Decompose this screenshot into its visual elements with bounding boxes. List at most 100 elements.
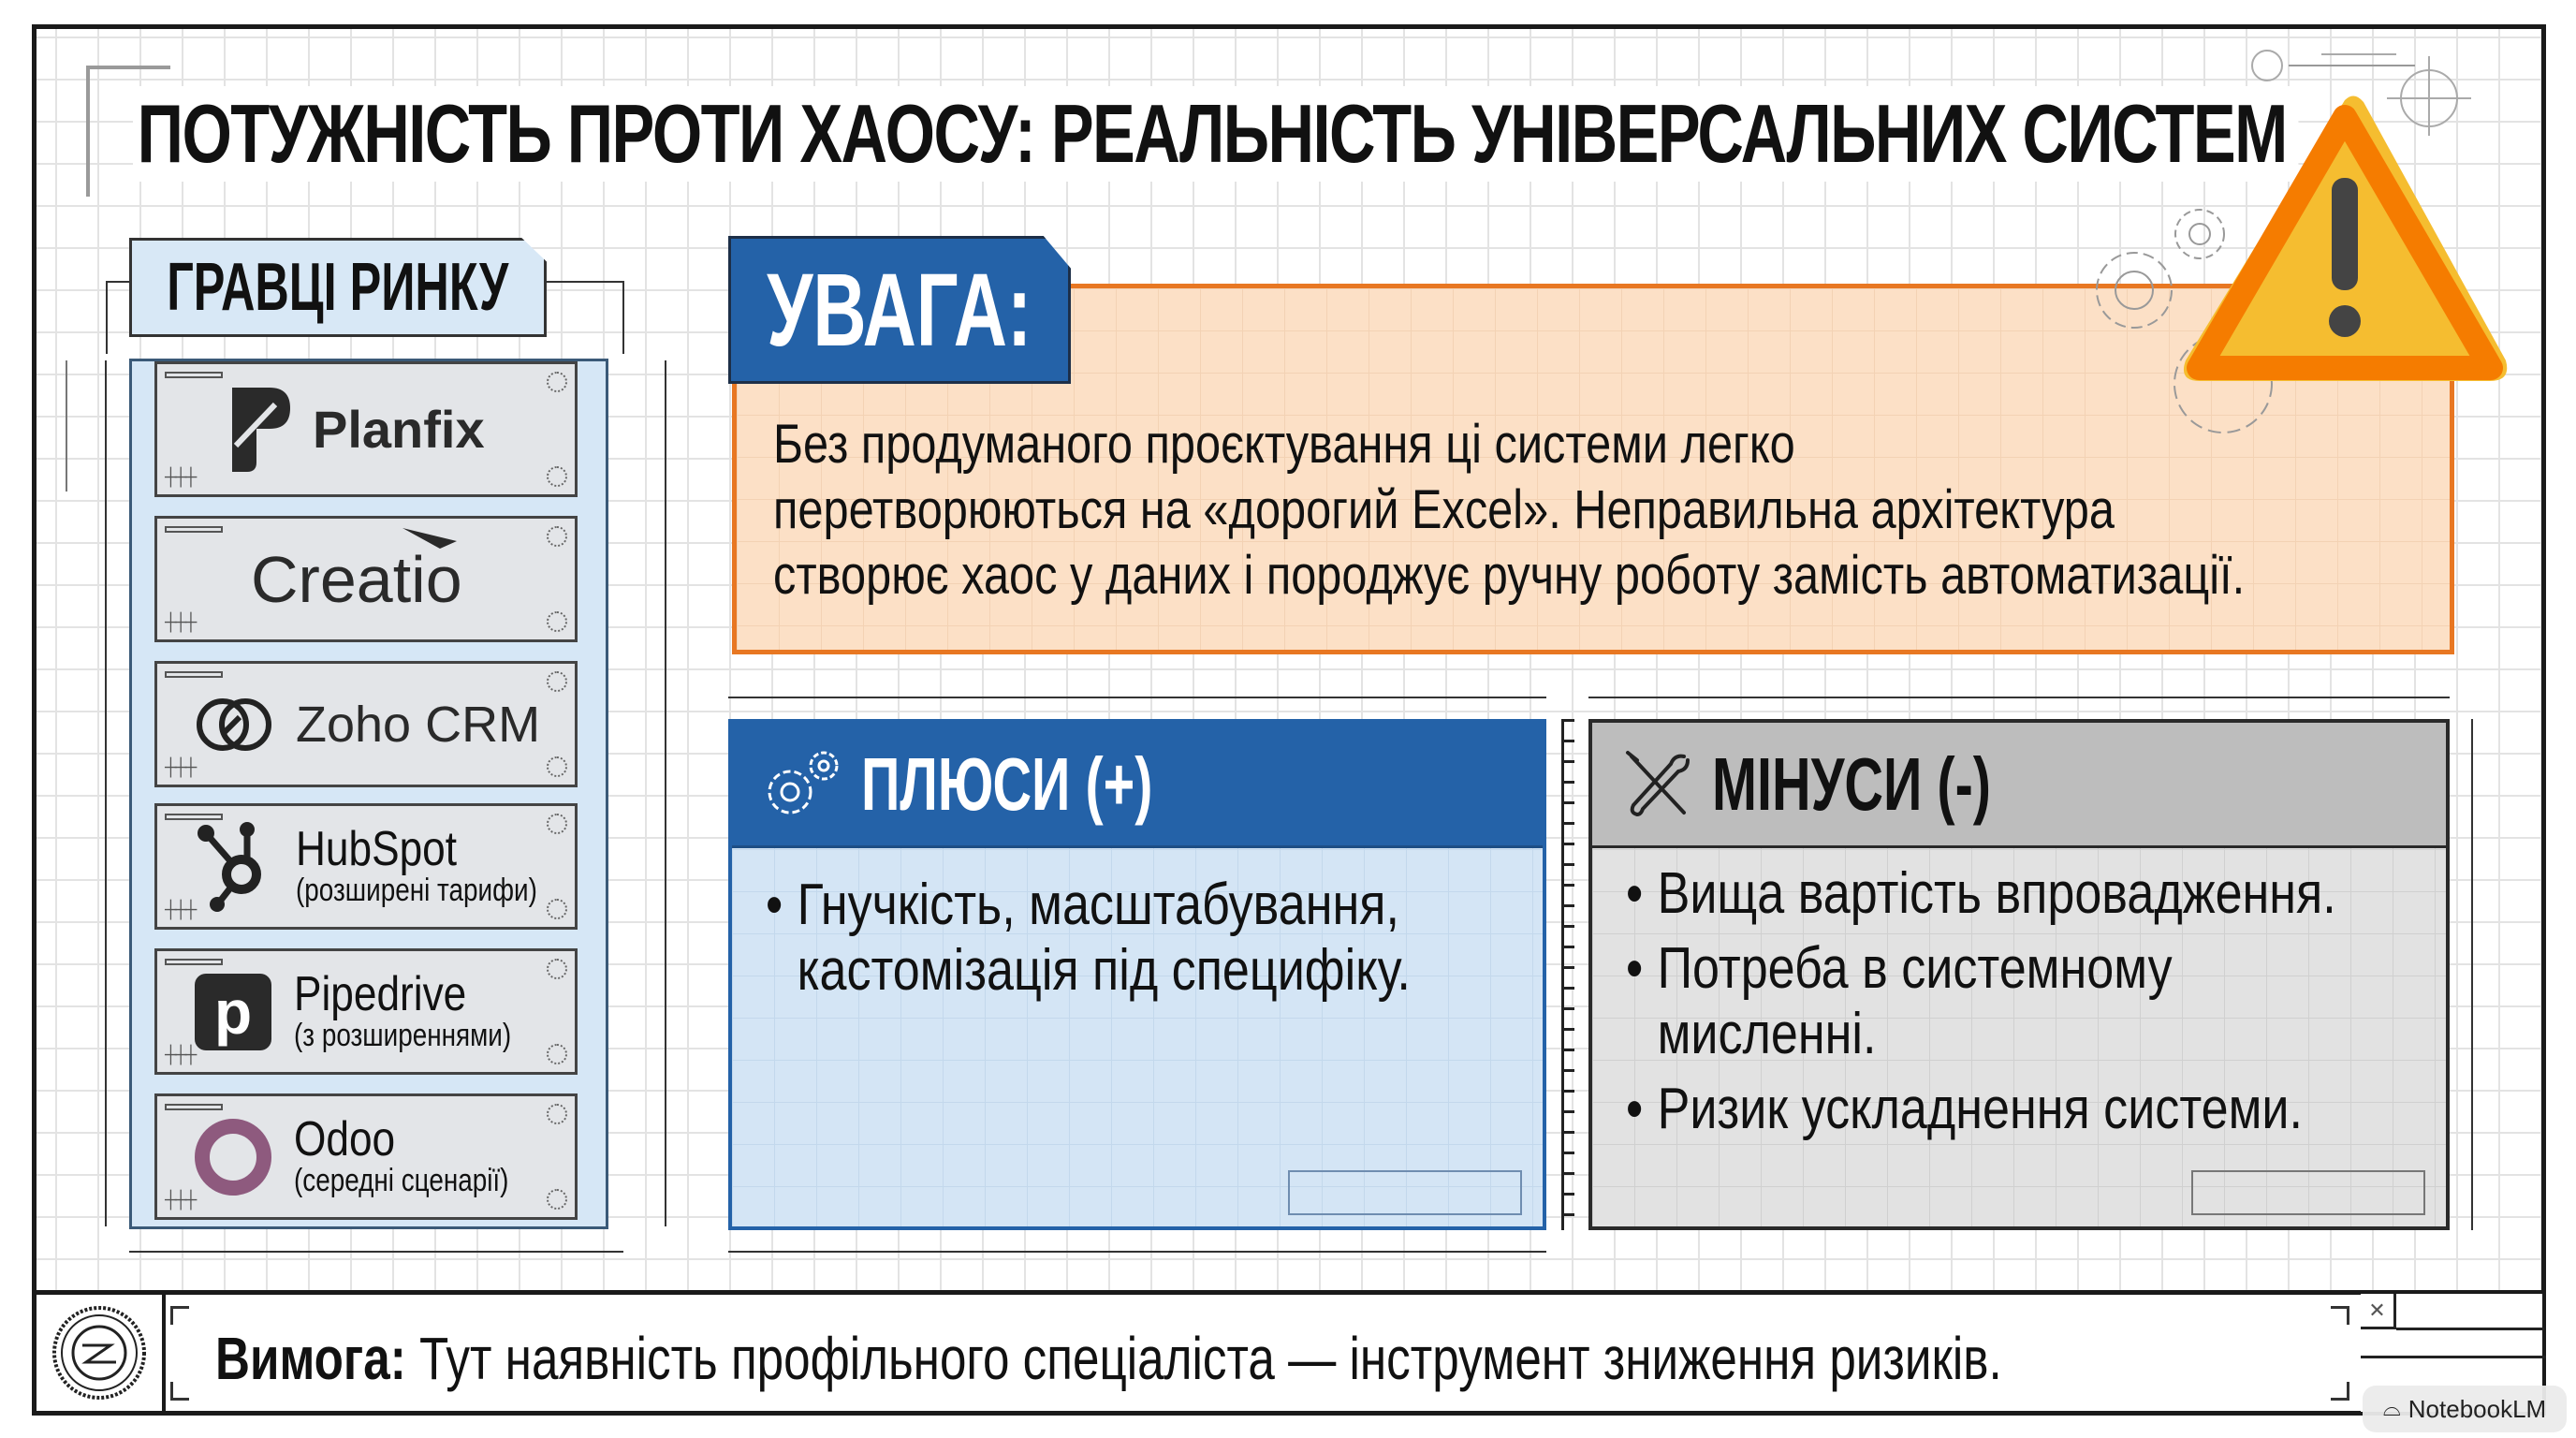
player-subtitle: (розширені тарифи) xyxy=(296,872,537,908)
player-text: Pipedrive (з розширеннями) xyxy=(294,970,559,1053)
gear-icon xyxy=(547,959,567,979)
cons-header: МІНУСИ (-) xyxy=(1592,723,2446,848)
gear-icon xyxy=(547,526,567,547)
gear-icon xyxy=(547,466,567,487)
corner-bar-icon xyxy=(165,814,223,820)
pros-header: ПЛЮСИ (+) xyxy=(732,723,1543,848)
sliders-icon: ┼┼┼ xyxy=(165,900,197,918)
warning-line: перетворюються на «дорогий Excel». Непра… xyxy=(773,479,2115,540)
pipedrive-logo-icon: p xyxy=(195,973,271,1050)
pros-panel: ПЛЮСИ (+) Гнучкість, масштабування,касто… xyxy=(728,719,1546,1230)
sliders-icon: ┼┼┼ xyxy=(165,1045,197,1064)
gear-icon xyxy=(547,611,567,632)
warning-label: УВАГА: xyxy=(767,252,1032,368)
footer-bracket xyxy=(170,1382,189,1401)
player-text: HubSpot (розширені тарифи) xyxy=(296,825,591,908)
footer-bar xyxy=(32,1290,2365,1416)
player-card-planfix: ┼┼┼ Planfix xyxy=(154,361,578,497)
player-card-odoo: ┼┼┼ Odoo (середні сценарії) xyxy=(154,1093,578,1220)
player-name: Odoo xyxy=(294,1111,396,1167)
notebooklm-watermark: ⌓ NotebookLM xyxy=(2363,1386,2567,1432)
footer-bracket xyxy=(170,1306,189,1325)
gear-icon xyxy=(547,671,567,692)
footer-requirement: Вимога: Тут наявність профільного спеціа… xyxy=(215,1324,2002,1393)
player-card-zoho: ┼┼┼ Zoho CRM xyxy=(154,661,578,787)
gear-icon xyxy=(547,372,567,392)
dimension-line xyxy=(622,281,624,354)
players-list: ┼┼┼ Planfix ┼┼┼ Creatio ┼┼┼ Zoho CRM ┼┼┼ xyxy=(129,359,608,1229)
gear-icon xyxy=(547,756,567,777)
warning-line: створює хаос у даних і породжує ручну ро… xyxy=(773,545,2246,606)
player-card-hubspot: ┼┼┼ HubSpot (розширені тарифи) xyxy=(154,803,578,930)
dimension-line xyxy=(728,697,1546,698)
sliders-icon: ┼┼┼ xyxy=(165,467,197,486)
pros-title: ПЛЮСИ (+) xyxy=(861,741,1153,826)
player-name: Zoho CRM xyxy=(296,696,541,753)
cons-list: Вища вартість впровадження. Потреба в си… xyxy=(1626,861,2471,1152)
close-mark-icon: ✕ xyxy=(2361,1294,2396,1329)
creatio-logo-icon xyxy=(402,528,457,549)
hubspot-logo-icon xyxy=(198,821,261,912)
sliders-icon: ┼┼┼ xyxy=(165,612,197,631)
dimension-line xyxy=(106,281,129,283)
player-name: Planfix xyxy=(313,400,485,459)
players-heading: ГРАВЦІ РИНКУ xyxy=(167,250,509,325)
footer-bracket xyxy=(2331,1306,2349,1325)
footer-text: Тут наявність профільного спеціаліста — … xyxy=(405,1325,2002,1392)
player-name: HubSpot xyxy=(296,821,458,876)
player-subtitle: (з розширеннями) xyxy=(294,1017,512,1053)
dimension-line xyxy=(105,360,107,1226)
cons-title: МІНУСИ (-) xyxy=(1712,741,1991,826)
ruler-scale xyxy=(1561,719,1574,1230)
cons-item: Ризик ускладнення системи. xyxy=(1626,1077,2336,1142)
dimension-line xyxy=(66,360,67,492)
odoo-logo-icon xyxy=(195,1118,271,1196)
dimension-line xyxy=(106,281,108,354)
corner-bar-icon xyxy=(165,1104,223,1110)
warning-triangle-icon xyxy=(2183,95,2508,382)
seal-icon xyxy=(52,1306,146,1400)
corner-bar-icon xyxy=(165,372,223,378)
player-name: Pipedrive xyxy=(294,966,467,1021)
player-card-pipedrive: ┼┼┼ p Pipedrive (з розширеннями) xyxy=(154,948,578,1075)
seal-cell xyxy=(37,1295,166,1411)
planfix-logo-icon xyxy=(232,387,290,472)
title-block xyxy=(1288,1170,1522,1215)
divider xyxy=(2396,1328,2544,1330)
pros-item: Гнучкість, масштабування,кастомізація пі… xyxy=(766,873,1411,1004)
warning-text: Без продуманого проєктування ці системи … xyxy=(773,412,2246,609)
sliders-icon: ┼┼┼ xyxy=(165,757,197,776)
gear-icon xyxy=(547,1189,567,1210)
player-text: Odoo (середні сценарії) xyxy=(294,1115,556,1198)
footer-bracket xyxy=(2331,1382,2349,1401)
footer-label: Вимога: xyxy=(215,1325,406,1392)
player-card-creatio: ┼┼┼ Creatio xyxy=(154,516,578,642)
wrench-screwdriver-icon xyxy=(1626,750,1690,816)
dimension-line xyxy=(129,1251,623,1253)
warning-label-tab: УВАГА: xyxy=(728,236,1071,384)
dimension-line xyxy=(1588,697,2450,698)
title-block xyxy=(2191,1170,2425,1215)
gears-icon xyxy=(768,751,839,814)
player-name: Creatio xyxy=(251,542,462,616)
pros-list: Гнучкість, масштабування,кастомізація пі… xyxy=(766,873,1533,1013)
corner-bar-icon xyxy=(165,959,223,965)
dimension-line xyxy=(547,281,623,283)
page-title: ПОТУЖНІСТЬ ПРОТИ ХАОСУ: РЕАЛЬНІСТЬ УНІВЕ… xyxy=(133,86,2299,182)
gear-icon xyxy=(547,814,567,834)
players-heading-tab: ГРАВЦІ РИНКУ xyxy=(129,238,547,337)
corner-bar-icon xyxy=(165,526,223,533)
gear-icon xyxy=(547,1104,567,1124)
notebooklm-icon: ⌓ xyxy=(2382,1396,2401,1421)
gear-icon xyxy=(547,899,567,919)
player-subtitle: (середні сценарії) xyxy=(294,1162,509,1198)
drafting-marks-icon xyxy=(2251,50,2471,136)
title-corner-bracket xyxy=(86,66,170,197)
cons-item: Вища вартість впровадження. xyxy=(1626,861,2336,927)
gear-icon xyxy=(547,1044,567,1064)
dimension-line xyxy=(2471,719,2473,1230)
warning-line: Без продуманого проєктування ці системи … xyxy=(773,414,1795,475)
dimension-line xyxy=(728,1251,1546,1253)
dimension-line xyxy=(665,360,666,1226)
